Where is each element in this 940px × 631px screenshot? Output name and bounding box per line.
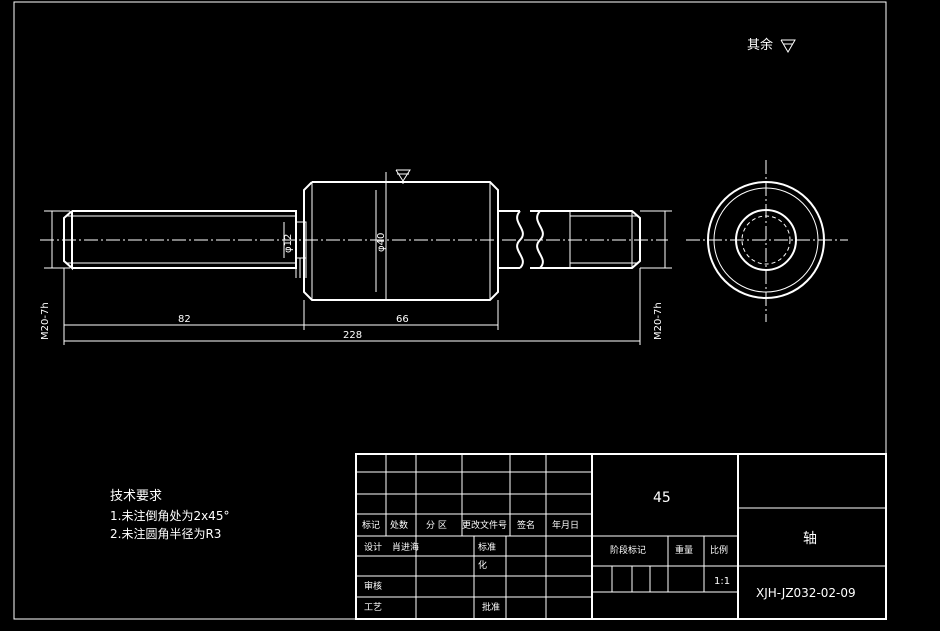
tb-material: 45 <box>653 490 671 506</box>
dim-dia-mid: φ40 <box>376 233 387 252</box>
tb-standard-label-2: 化 <box>478 559 487 571</box>
break-line-right <box>536 210 544 269</box>
dim-len-mid: 66 <box>396 314 409 325</box>
shaft-front-view: φ12 φ40 M20-7h M20-7h 82 66 228 <box>40 169 672 345</box>
roughness-symbol <box>780 39 796 53</box>
surface-finish-label: 其余 <box>747 37 773 53</box>
left-shaft-outline <box>72 210 297 269</box>
tb-standard-label: 标准 <box>478 541 496 553</box>
dim-len-total: 228 <box>343 330 362 341</box>
dim-thread-right: M20-7h <box>653 302 664 340</box>
tb-label-mark: 标记 <box>362 519 380 531</box>
dim-len-left: 82 <box>178 314 191 325</box>
tb-part-name: 轴 <box>803 531 817 547</box>
tb-designer: 肖进海 <box>392 541 419 553</box>
title-block <box>355 453 887 620</box>
tb-scale-value: 1:1 <box>714 576 730 587</box>
dim-dia-left: φ12 <box>283 234 294 253</box>
tb-design-label: 设计 <box>364 541 382 553</box>
tech-req-item-2: 2.未注圆角半径为R3 <box>110 526 221 541</box>
tb-label-signature: 签名 <box>517 519 535 531</box>
body-roughness-symbol <box>385 169 411 184</box>
break-line-left <box>516 210 524 269</box>
tb-label-date: 年月日 <box>552 519 579 531</box>
tb-process-label: 工艺 <box>364 602 382 613</box>
tech-req-item-1: 1.未注倒角处为2x45° <box>110 508 229 523</box>
right-shaft-outline <box>540 210 641 269</box>
tb-scale-label: 比例 <box>710 544 728 556</box>
tb-label-count: 处数 <box>390 519 408 531</box>
tb-stage-label: 阶段标记 <box>610 544 646 556</box>
tb-drawing-no: XJH-JZ032-02-09 <box>756 586 856 600</box>
tb-weight-label: 重量 <box>675 544 693 556</box>
shaft-side-view <box>686 160 848 322</box>
tb-review-label: 审核 <box>364 580 382 592</box>
tb-approve-label: 批准 <box>482 601 500 613</box>
tb-label-zone: 分 区 <box>426 520 447 531</box>
tech-req-title: 技术要求 <box>110 489 162 504</box>
tb-label-change-doc: 更改文件号 <box>462 519 507 531</box>
dim-thread-left: M20-7h <box>40 302 51 340</box>
middle-body-outline <box>303 181 499 301</box>
